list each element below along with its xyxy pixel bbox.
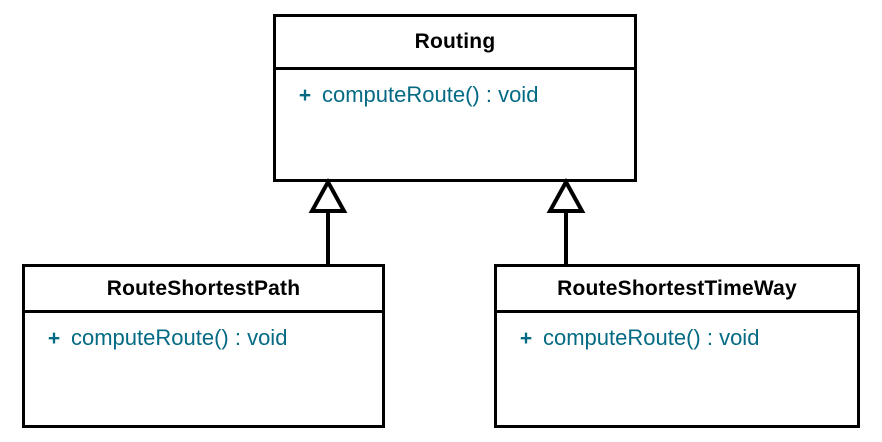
uml-method-row: + computeRoute() : void	[25, 325, 382, 351]
uml-class-name-row-routing: Routing	[276, 17, 634, 70]
uml-visibility-marker: +	[47, 327, 61, 350]
generalization-triangle-icon	[546, 177, 586, 265]
uml-method-signature: computeRoute() : void	[71, 325, 288, 350]
uml-class-name-row-routeshortesttimeway: RouteShortestTimeWay	[497, 267, 857, 313]
hollow-triangle-head-icon	[546, 177, 586, 213]
uml-class-title-routeshortesttimeway: RouteShortestTimeWay	[557, 276, 797, 300]
uml-method-row: + computeRoute() : void	[276, 82, 634, 108]
uml-method-signature: computeRoute() : void	[543, 325, 760, 350]
generalization-arrow-routeshortesttimeway-to-routing	[546, 177, 586, 266]
uml-class-title-routing: Routing	[414, 30, 496, 53]
uml-class-name-row-routeshortestpath: RouteShortestPath	[25, 267, 382, 313]
uml-class-routing[interactable]: Routing + computeRoute() : void	[273, 14, 637, 182]
hollow-triangle-head-icon	[308, 177, 348, 213]
uml-method-row: + computeRoute() : void	[497, 325, 857, 351]
generalization-triangle-icon	[308, 177, 348, 265]
uml-visibility-marker: +	[519, 327, 533, 350]
uml-class-routeshortestpath[interactable]: RouteShortestPath + computeRoute() : voi…	[22, 264, 385, 428]
uml-class-title-routeshortestpath: RouteShortestPath	[106, 276, 301, 300]
generalization-arrow-routeshortestpath-to-routing	[308, 177, 348, 266]
uml-members-compartment-routeshortesttimeway: + computeRoute() : void	[497, 313, 857, 425]
uml-members-compartment-routeshortestpath: + computeRoute() : void	[25, 313, 382, 425]
uml-method-signature: computeRoute() : void	[322, 82, 539, 107]
uml-members-compartment-routing: + computeRoute() : void	[276, 70, 634, 179]
uml-visibility-marker: +	[298, 84, 312, 107]
uml-class-routeshortesttimeway[interactable]: RouteShortestTimeWay + computeRoute() : …	[494, 264, 860, 428]
